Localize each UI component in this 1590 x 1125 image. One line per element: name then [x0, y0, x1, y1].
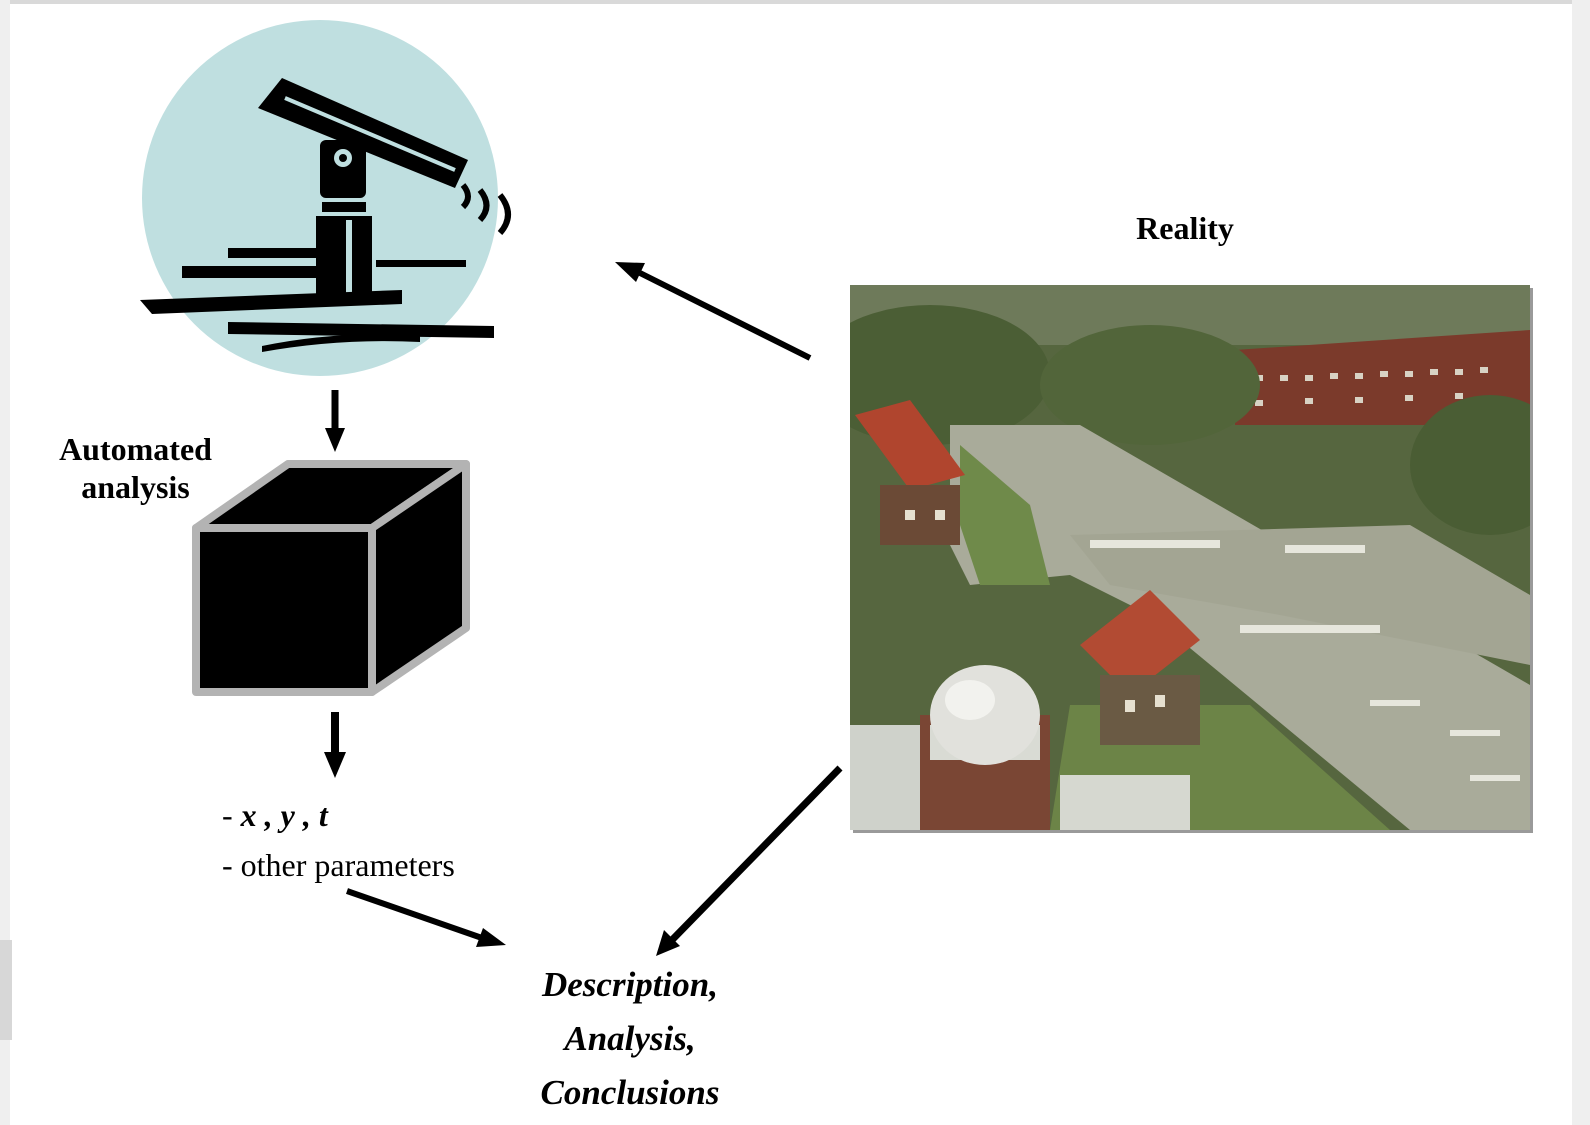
output-other-item: - other parameters: [222, 847, 455, 883]
output-parameters-list: - x , y , t - other parameters: [222, 790, 455, 890]
conclusions-line1: Description,: [542, 965, 718, 1004]
output-xyt-item: - x , y , t: [222, 790, 455, 840]
output-prefix: -: [222, 797, 241, 833]
frame-left-shade: [0, 940, 12, 1040]
black-box-cube-icon: [192, 460, 470, 696]
arrow-reality-to-camera: [615, 262, 812, 361]
frame-right-edge: [1572, 0, 1590, 1125]
arrow-box-to-output: [324, 712, 346, 778]
frame-top-edge: [0, 0, 1590, 4]
conclusions-line3: Conclusions: [540, 1073, 720, 1112]
arrow-reality-to-conclusions: [656, 765, 843, 956]
reality-label: Reality: [1136, 210, 1234, 246]
output-xyt-text: x , y , t: [240, 797, 328, 833]
automated-analysis-line1: Automated: [59, 431, 212, 467]
automated-analysis-line2: analysis: [81, 469, 190, 505]
street-scene-illustration: [850, 285, 1530, 830]
arrow-camera-to-box: [325, 390, 345, 452]
frame-left-edge: [0, 0, 10, 1125]
arrow-output-to-conclusions: [346, 888, 506, 947]
automated-analysis-label: Automated analysis: [48, 430, 223, 506]
surveillance-camera-icon: [140, 20, 511, 376]
street-scene-photo: [850, 285, 1530, 830]
conclusions-line2: Analysis,: [564, 1019, 696, 1058]
conclusions-label: Description, Analysis, Conclusions: [500, 958, 760, 1120]
